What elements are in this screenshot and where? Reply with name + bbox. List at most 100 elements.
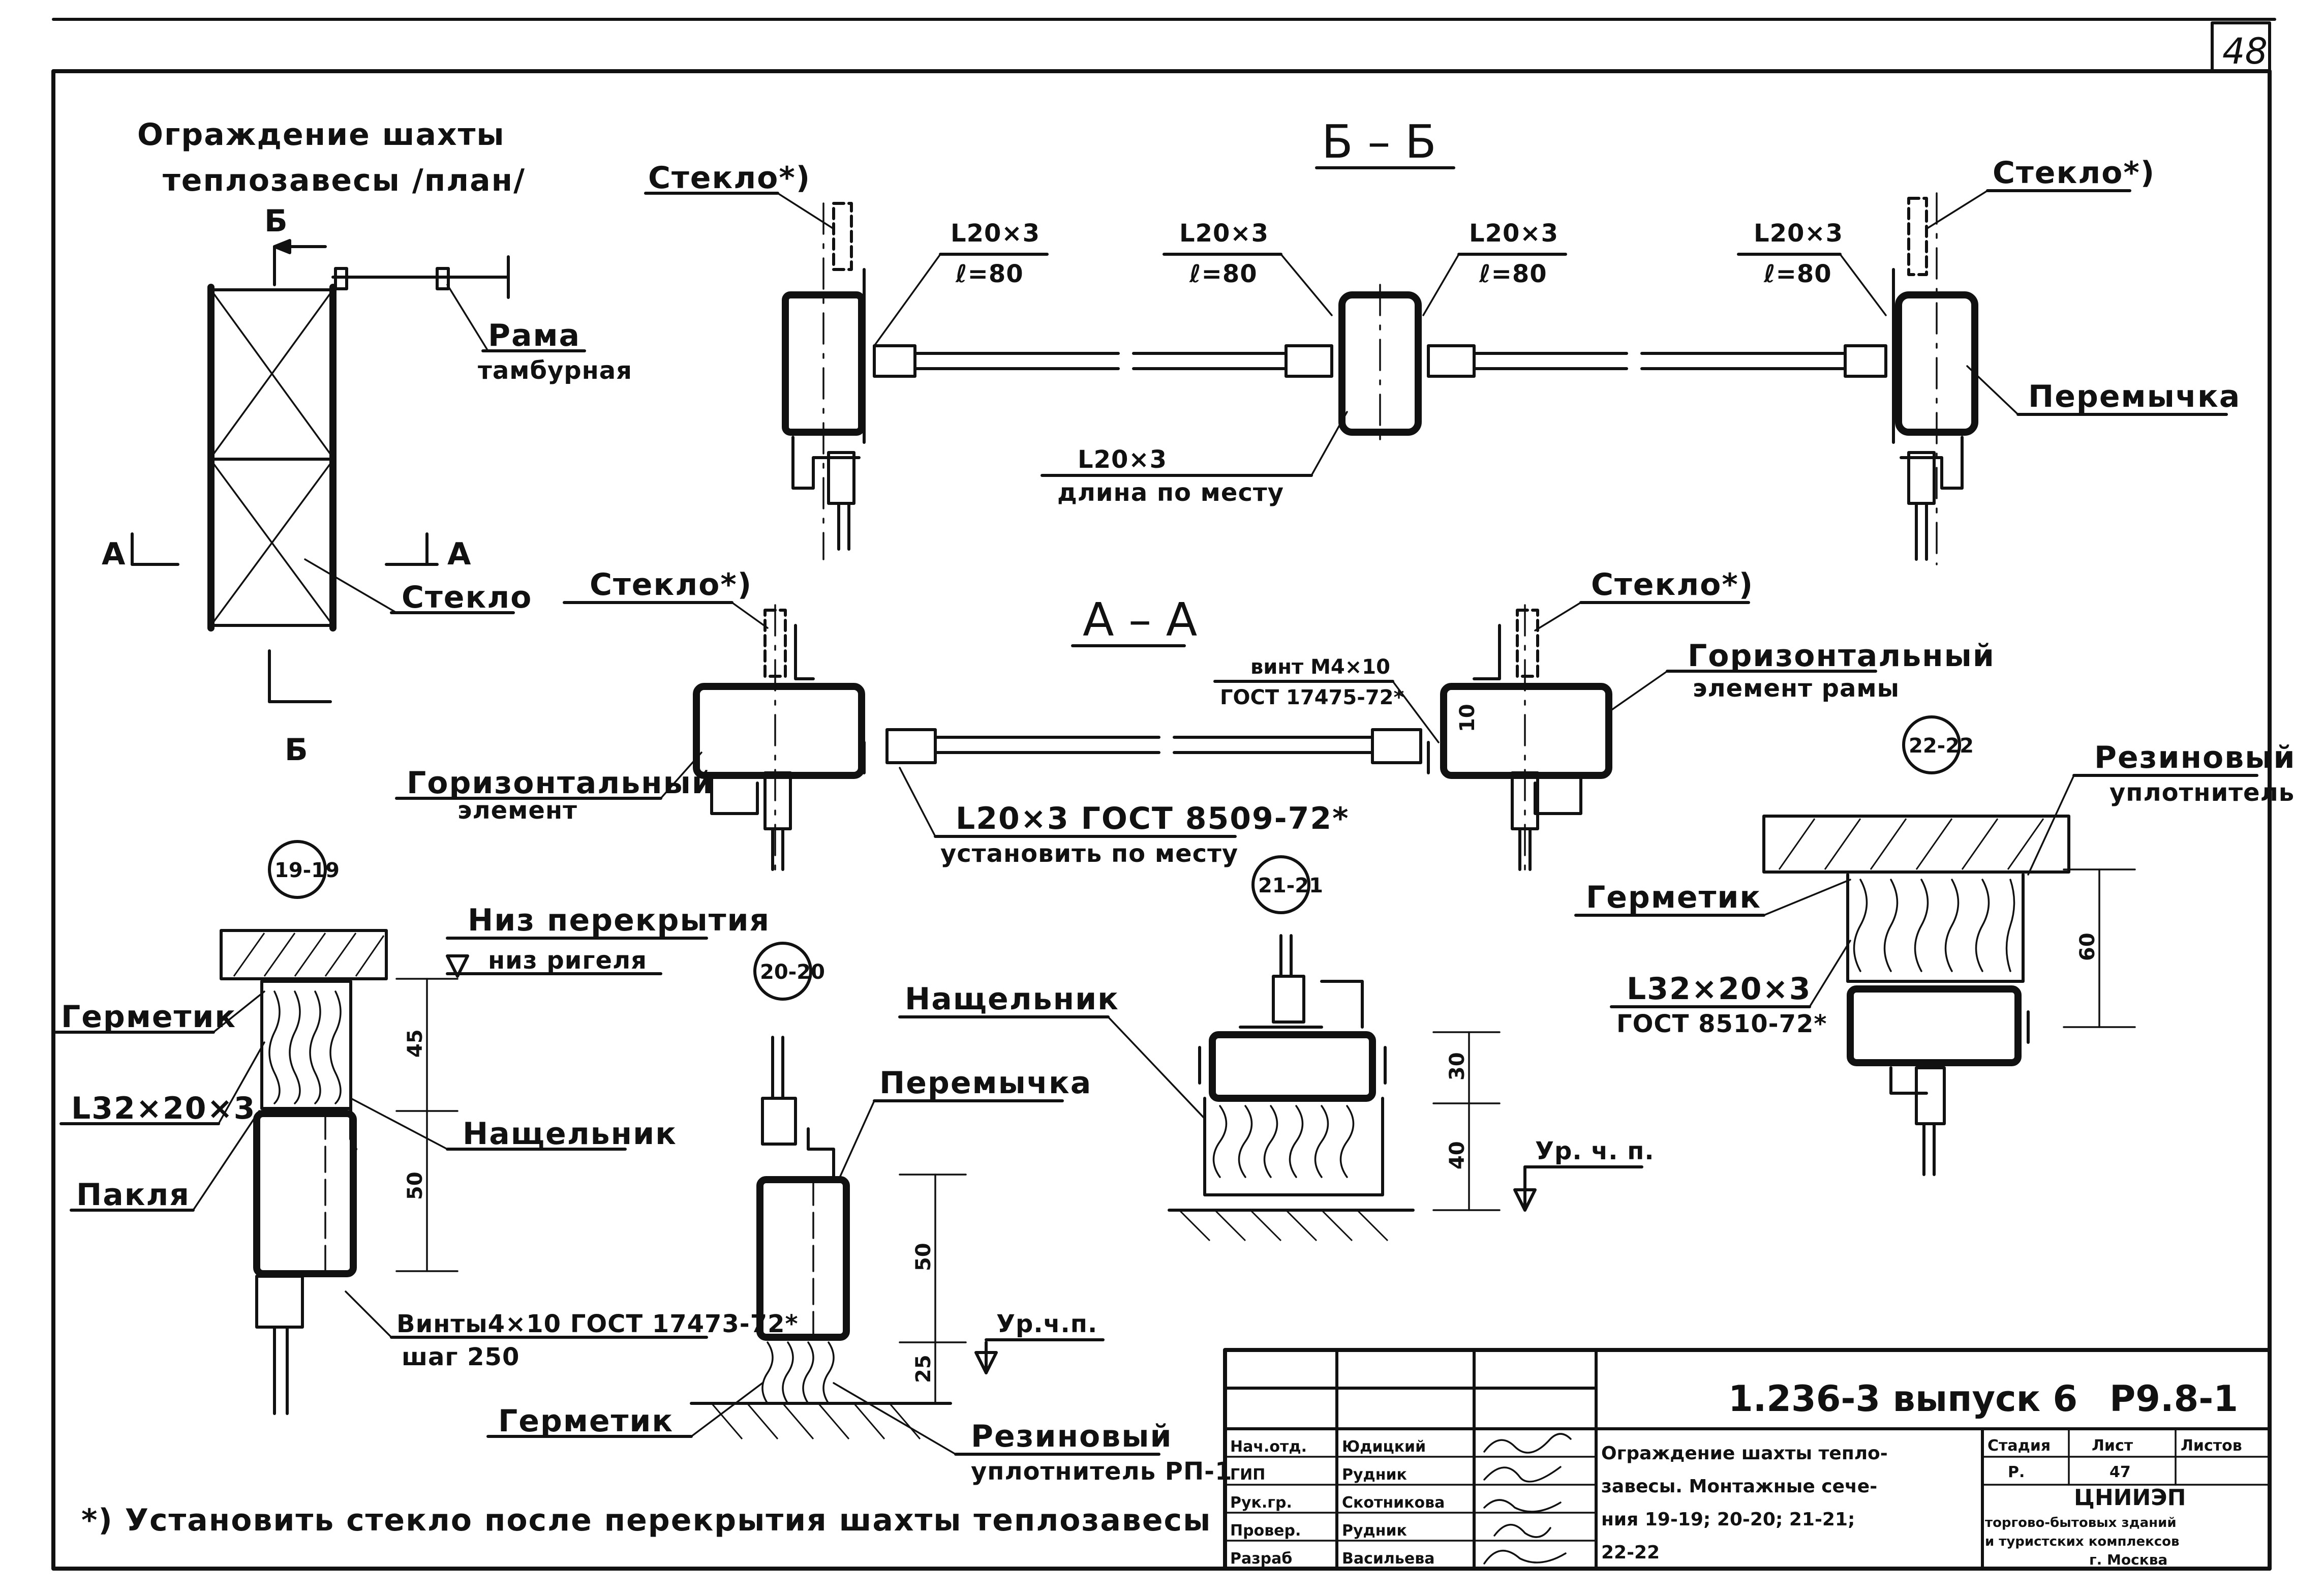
bb-angle-bottom-note: длина по месту bbox=[1057, 478, 1284, 507]
plan-title-1: Ограждение шахты bbox=[137, 117, 505, 153]
plan-view: Ограждение шахты теплозавесы /план/ Б Б … bbox=[102, 117, 632, 768]
section-bb: Б – Б Стекло*) bbox=[644, 115, 2241, 565]
s20-lintel: Перемычка bbox=[879, 1065, 1092, 1101]
bb-lintel: Перемычка bbox=[2028, 379, 2241, 414]
plan-label-frame-sub: тамбурная bbox=[478, 356, 632, 385]
plan-cut-a-left: А bbox=[102, 536, 126, 572]
aa-horiz-right-1: Горизонтальный bbox=[1688, 638, 1995, 674]
bb-title: Б – Б bbox=[1322, 115, 1436, 169]
s22-angle-gost: ГОСТ 8510-72* bbox=[1616, 1010, 1827, 1038]
aa-dim-10: 10 bbox=[1456, 704, 1479, 732]
s22-rubber-1: Резиновый bbox=[2094, 740, 2296, 775]
tb-name-2: Рудник bbox=[1342, 1466, 1407, 1484]
s19-screws: Винты4×10 ГОСТ 17473-72* bbox=[396, 1310, 799, 1338]
s19-batten: Нащельник bbox=[463, 1116, 677, 1152]
s19-tag: 19-19 bbox=[274, 859, 340, 882]
bb-glass-right: Стекло*) bbox=[1993, 155, 2155, 191]
tb-stage-hdr: Стадия bbox=[1987, 1437, 2051, 1455]
tb-name-5: Васильева bbox=[1342, 1550, 1434, 1568]
plan-label-glass: Стекло bbox=[402, 580, 532, 615]
tb-signatures bbox=[1483, 1433, 1572, 1565]
s21-dim-40: 40 bbox=[1446, 1141, 1469, 1169]
tb-desc-1: Ограждение шахты тепло- bbox=[1601, 1443, 1888, 1464]
aa-screw: винт М4×10 bbox=[1250, 655, 1390, 679]
tb-sheet-hdr: Лист bbox=[2092, 1437, 2133, 1455]
aa-title: А – А bbox=[1083, 593, 1197, 647]
plan-cut-a-right: А bbox=[447, 536, 472, 572]
section-21: 21-21 30 40 Нащельник Ур. ч. п. bbox=[898, 855, 1655, 1242]
s22-angle: L32×20×3 bbox=[1627, 971, 1812, 1007]
tb-org-3: и туристских комплексов bbox=[1985, 1534, 2179, 1549]
s19-tow: Пакля bbox=[76, 1177, 190, 1213]
s19-angle: L32×20×3 bbox=[71, 1091, 256, 1126]
plan-title-2: теплозавесы /план/ bbox=[163, 163, 526, 198]
title-block: 1.236-3 выпуск 6 Р9.8-1 Нач.отд. ГИП Рук… bbox=[1223, 1348, 2272, 1571]
tb-name-1: Юдицкий bbox=[1342, 1438, 1426, 1456]
s20-dim-50: 50 bbox=[912, 1243, 935, 1271]
plan-label-frame: Рама bbox=[488, 318, 580, 353]
bb-angle-1-len: ℓ=80 bbox=[955, 260, 1024, 288]
s20-tag: 20-20 bbox=[760, 960, 825, 984]
s21-batten: Нащельник bbox=[905, 981, 1119, 1017]
aa-horiz-right-2: элемент рамы bbox=[1693, 674, 1900, 703]
tb-org-4: г. Москва bbox=[2089, 1551, 2167, 1568]
aa-glass-left: Стекло*) bbox=[590, 567, 752, 603]
bb-glass-left: Стекло*) bbox=[648, 160, 811, 196]
tb-role-5: Разраб bbox=[1230, 1550, 1292, 1568]
tb-mark: Р9.8-1 bbox=[2109, 1378, 2238, 1420]
s22-dim-60: 60 bbox=[2076, 933, 2099, 961]
bb-angle-3-len: ℓ=80 bbox=[1479, 260, 1547, 288]
tb-name-3: Скотникова bbox=[1342, 1494, 1445, 1512]
s19-dim-45: 45 bbox=[404, 1029, 427, 1058]
section-aa: А – А Стекло*) Стекло*) винт М4× bbox=[395, 567, 1995, 876]
bb-angle-3: L20×3 bbox=[1469, 219, 1558, 248]
section-19: 19-19 45 50 Низ перекрытия низ ригеля Ге… bbox=[54, 840, 799, 1415]
tb-stage: Р. bbox=[2008, 1463, 2025, 1481]
tb-org-1: ЦНИИЭП bbox=[2074, 1485, 2186, 1511]
s22-tag: 22-22 bbox=[1909, 734, 1974, 758]
tb-role-1: Нач.отд. bbox=[1230, 1438, 1307, 1456]
aa-screw-gost: ГОСТ 17475-72* bbox=[1220, 686, 1404, 709]
s19-dim-50: 50 bbox=[404, 1172, 427, 1200]
bb-angle-2: L20×3 bbox=[1179, 219, 1269, 248]
section-20: 20-20 50 25 Перемычка Ур.ч.п. Герметик Р… bbox=[486, 942, 1232, 1486]
tb-role-3: Рук.гр. bbox=[1230, 1494, 1292, 1512]
plan-cut-b-top: Б bbox=[264, 203, 289, 239]
plan-cut-b-bottom: Б bbox=[285, 732, 309, 768]
bb-angle-4: L20×3 bbox=[1754, 219, 1843, 248]
s20-floor-mark: Ур.ч.п. bbox=[996, 1310, 1097, 1338]
tb-code: 1.236-3 выпуск 6 bbox=[1728, 1378, 2077, 1420]
bb-angle-bottom: L20×3 bbox=[1078, 445, 1167, 474]
s21-dim-30: 30 bbox=[1446, 1052, 1469, 1080]
s20-dim-25: 25 bbox=[912, 1355, 935, 1383]
aa-angle-note: установить по месту bbox=[940, 839, 1238, 868]
tb-desc-3: ния 19-19; 20-20; 21-21; bbox=[1601, 1509, 1855, 1530]
s21-floor-mark: Ур. ч. п. bbox=[1535, 1137, 1655, 1165]
aa-glass-right: Стекло*) bbox=[1591, 567, 1754, 603]
s19-pitch: шаг 250 bbox=[402, 1343, 519, 1371]
section-22: 22-22 60 Резиновый уплотнитель Герметик … bbox=[1574, 715, 2296, 1176]
s19-slab-bottom: Низ перекрытия bbox=[468, 903, 770, 938]
s22-sealant: Герметик bbox=[1586, 880, 1761, 915]
tb-role-2: ГИП bbox=[1230, 1466, 1265, 1484]
tb-desc-4: 22-22 bbox=[1601, 1542, 1660, 1563]
s19-sealant: Герметик bbox=[61, 999, 236, 1035]
aa-horiz-left-1: Горизонтальный bbox=[407, 765, 714, 801]
s19-beam-bottom: низ ригеля bbox=[488, 946, 647, 975]
sheet-number: 48 bbox=[2222, 31, 2268, 72]
aa-angle: L20×3 ГОСТ 8509-72* bbox=[956, 801, 1350, 836]
bb-angle-1: L20×3 bbox=[951, 219, 1040, 248]
tb-name-4: Рудник bbox=[1342, 1522, 1407, 1540]
s22-rubber-2: уплотнитель bbox=[2109, 778, 2295, 807]
tb-sheets-hdr: Листов bbox=[2181, 1437, 2242, 1455]
bb-angle-2-len: ℓ=80 bbox=[1189, 260, 1258, 288]
aa-horiz-left-2: элемент bbox=[457, 796, 577, 825]
footnote: *) Установить стекло после перекрытия ша… bbox=[81, 1503, 1211, 1538]
tb-desc-2: завесы. Монтажные сече- bbox=[1601, 1476, 1877, 1497]
tb-org-2: торгово-бытовых зданий bbox=[1985, 1515, 2177, 1530]
tb-role-4: Провер. bbox=[1230, 1522, 1301, 1540]
s20-rubber-1: Резиновый bbox=[971, 1419, 1173, 1454]
s20-rubber-2: уплотнитель РП-1 bbox=[971, 1457, 1232, 1486]
bb-angle-4-len: ℓ=80 bbox=[1763, 260, 1832, 288]
